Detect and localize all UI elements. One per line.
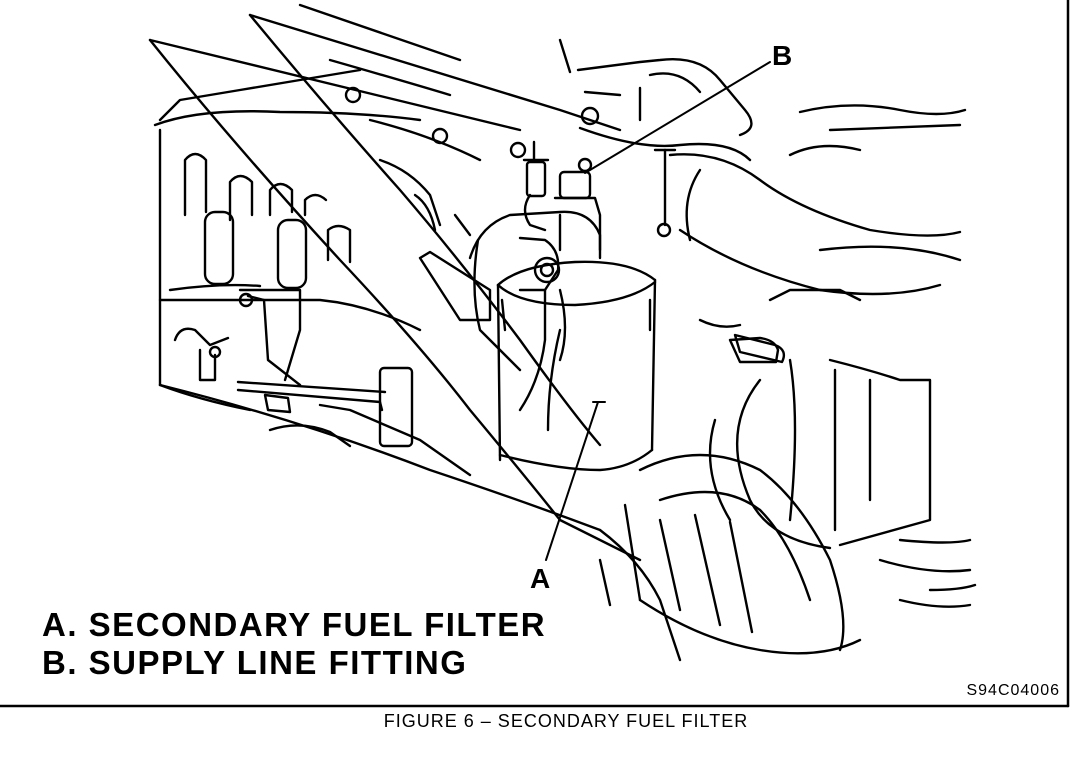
legend-item-secondary-fuel-filter: A. SECONDARY FUEL FILTER: [42, 606, 547, 643]
figure-caption: FIGURE 6 – SECONDARY FUEL FILTER: [383, 711, 749, 731]
legend-item-supply-line-fitting: B. SUPPLY LINE FITTING: [42, 644, 468, 681]
callout-b-label: B: [772, 40, 793, 71]
callout-a-label: A: [530, 563, 551, 594]
figure-code: S94C04006: [966, 682, 1060, 699]
engine-line-drawing: [0, 0, 1070, 708]
figure-frame: B A A. SECONDARY FUEL FILTER B. SUPPLY L…: [0, 0, 1070, 708]
